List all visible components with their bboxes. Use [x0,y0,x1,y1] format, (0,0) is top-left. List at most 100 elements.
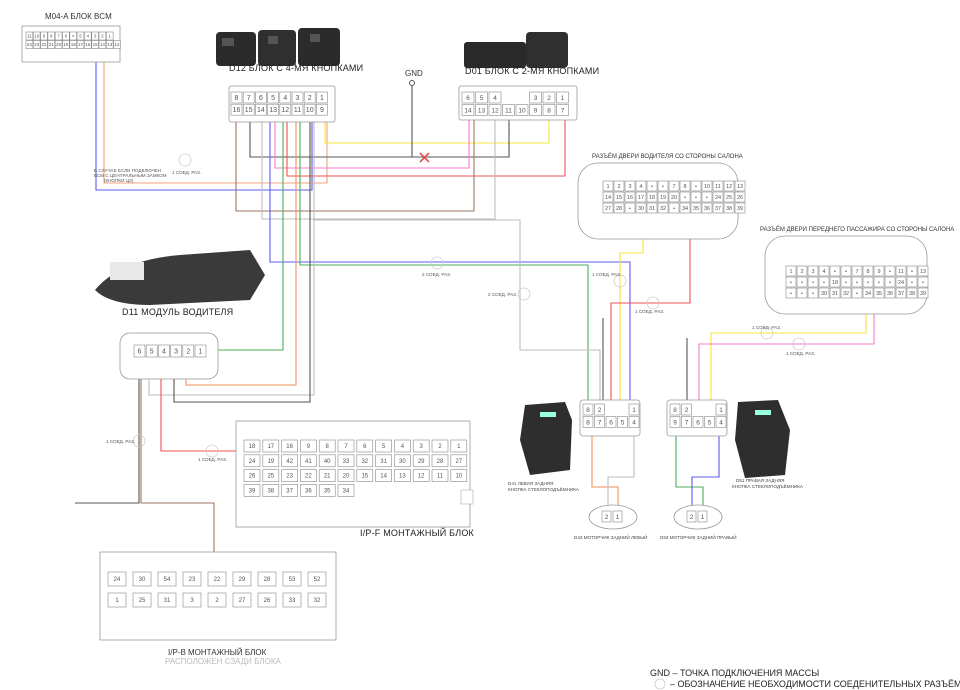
pin-number: 9 [307,444,311,450]
pin [679,202,691,214]
pin-number: 17 [267,444,274,450]
cut-mark-icon [419,152,430,163]
pin-number: 35 [876,291,882,297]
pin [307,571,327,587]
pin [818,287,830,299]
pin-number: 5 [271,95,275,102]
pin [723,191,735,203]
pin-number: 34 [343,489,350,495]
pin-number: 11 [437,474,444,480]
pin [316,91,328,104]
pin [624,191,636,203]
pin [25,40,34,49]
pin-number: 39 [920,291,926,297]
pin [646,191,658,203]
pin [84,40,92,49]
pin-number: 4 [401,444,405,450]
pin-number: 32 [843,291,849,297]
pin [734,191,746,203]
pin [279,103,292,116]
pin [884,265,896,277]
pin [356,439,374,453]
pin [734,202,746,214]
bcm-note-line-3: (КНОПКИ ЦЗ) [104,178,134,183]
pin [785,276,797,288]
pin-number: 35 [324,489,331,495]
pin-number: 11 [294,107,301,114]
pin-number: • [684,195,686,201]
pin [194,344,207,358]
pin [318,439,336,453]
pin [635,180,647,192]
pin [182,592,202,608]
d11-label: D11 МОДУЛЬ ВОДИТЕЛЯ [122,307,233,317]
pin [602,202,614,214]
pin [785,265,797,277]
pin-number: 2 [690,514,694,521]
pin-number: 22 [41,42,47,47]
pin-number: • [911,269,913,275]
pin [461,104,475,116]
pin [375,469,392,482]
bcm-note-line-1: В СЛУЧАЕ ЕСЛИ ПОДКЛЮЧЕН [94,168,161,173]
pin [582,416,594,428]
pin [840,287,852,299]
pin-number: 7 [672,184,675,190]
pin [113,40,121,49]
pin-number: 3 [420,444,424,450]
pin-number: 10 [34,34,40,39]
pin-number: 28 [437,459,444,465]
pin-number: 40 [324,459,331,465]
pin [488,91,502,104]
pin-number: 34 [682,206,688,212]
pin-number: 15 [93,42,99,47]
pin [628,416,640,428]
pin-number: 7 [247,95,251,102]
pin-number: • [801,291,803,297]
pin [291,103,304,116]
pin-number: 20 [671,195,677,201]
pin-number: 12 [491,107,499,114]
pin-number: 1 [789,269,792,275]
pin [917,287,929,299]
pin [807,287,819,299]
pin-number: • [673,206,675,212]
pin [734,180,746,192]
pin-number: 8 [50,34,53,39]
pin-number: 27 [455,459,462,465]
pin [40,40,48,49]
pin [796,265,808,277]
pin [47,31,56,41]
d53-label: D53 МОТОРЧИК ЗАДНИЙ ПРАВЫЙ [660,533,737,540]
wire-red-door [610,186,691,408]
pin [157,571,177,587]
pin-number: 5 [708,419,712,426]
pin [624,180,636,192]
d41-switch-photo [520,402,572,475]
pin [230,91,243,104]
gnd-label: GND [405,69,423,78]
pin-number: 26 [264,598,271,604]
d01-switch-photo [464,32,568,68]
pin [668,180,680,192]
pin [646,202,658,214]
legend-circle-icon [654,678,666,690]
pin-number: • [695,184,697,190]
pin-number: 13 [399,474,406,480]
pin-number: • [651,184,653,190]
pin [529,91,542,104]
wire-blue-motor-r [691,432,720,516]
pin-number: 1 [457,444,461,450]
pin [515,104,529,116]
pin [257,571,277,587]
pin [657,191,669,203]
pin-number: 3 [534,95,538,102]
pin-number: 34 [865,291,871,297]
pin-number: 2 [800,269,803,275]
pin [690,180,702,192]
pin-number: • [790,291,792,297]
pin-number: 5 [382,444,386,450]
pin-number: 11 [27,34,32,39]
pin [681,403,692,416]
pin-number: 10 [704,184,710,190]
